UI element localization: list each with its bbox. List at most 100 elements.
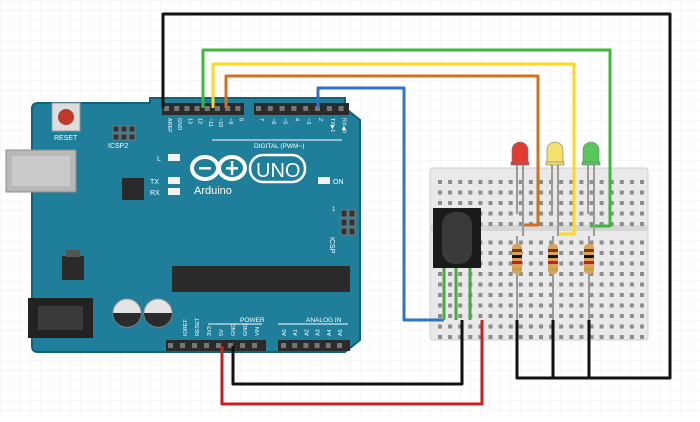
- breadboard-hole: [528, 324, 533, 329]
- breadboard-hole: [569, 293, 574, 297]
- icsp2-pin: [128, 125, 136, 133]
- breadboard-hole: [539, 272, 543, 276]
- breadboard-hole: [508, 293, 513, 297]
- icsp2-pin: [128, 133, 136, 141]
- breadboard-hole: [559, 222, 564, 226]
- breadboard-hole: [488, 303, 493, 308]
- header-pin: [315, 106, 320, 111]
- breadboard-hole: [518, 272, 523, 276]
- breadboard-hole: [488, 251, 493, 255]
- breadboard-hole: [508, 335, 513, 339]
- breadboard-hole: [518, 314, 523, 318]
- breadboard-hole: [508, 240, 513, 245]
- breadboard-hole: [488, 272, 493, 276]
- resistor-band: [512, 268, 522, 271]
- breadboard-hole: [448, 272, 453, 276]
- breadboard-hole: [640, 272, 644, 276]
- breadboard-hole: [629, 190, 634, 195]
- breadboard-hole: [458, 335, 463, 339]
- led-rim: [510, 161, 530, 166]
- header-pin: [192, 343, 197, 348]
- header-bottom-pin-label: GND: [243, 324, 249, 336]
- header-pin: [292, 343, 298, 348]
- breadboard-hole: [488, 190, 493, 195]
- breadboard-hole: [569, 272, 574, 276]
- breadboard-hole: [438, 324, 442, 329]
- header-pin: [225, 106, 231, 111]
- breadboard-hole: [488, 222, 493, 226]
- breadboard-hole: [528, 261, 533, 266]
- breadboard-hole: [629, 293, 634, 297]
- breadboard-hole: [468, 190, 473, 195]
- breadboard-hole: [488, 335, 493, 339]
- header-pin: [267, 106, 273, 111]
- breadboard-hole: [599, 324, 604, 329]
- traffic-leds: [510, 141, 601, 236]
- breadboard-hole: [640, 261, 644, 266]
- breadboard-hole: [579, 282, 584, 287]
- uno-model: UNO: [256, 160, 300, 182]
- header-pin: [338, 106, 344, 111]
- breadboard-hole: [629, 324, 634, 329]
- breadboard-hole: [458, 314, 463, 318]
- breadboard-hole: [508, 282, 513, 287]
- header-pin: [204, 343, 209, 348]
- header-pin: [228, 343, 233, 348]
- header-pin: [194, 106, 200, 111]
- header-top-pin-label: 2: [317, 118, 323, 121]
- icsp-pin: [340, 227, 348, 236]
- header-top-pin-label: ~9: [227, 118, 233, 124]
- breadboard-hole: [528, 190, 533, 195]
- breadboard-hole: [438, 303, 442, 308]
- voltage-regulator-tab: [66, 250, 80, 257]
- breadboard-hole: [589, 211, 594, 216]
- wire-orange: [224, 74, 540, 227]
- breadboard-hole: [599, 201, 604, 205]
- header-pin: [326, 106, 332, 111]
- atmega-chip: [172, 266, 350, 292]
- breadboard-hole: [619, 272, 624, 276]
- arduino-logo: Arduino UNO: [190, 153, 307, 197]
- yellow-led: [545, 141, 565, 236]
- breadboard-hole: [539, 201, 543, 205]
- breadboard-hole: [559, 314, 564, 318]
- header-top-pin-label: 8: [237, 118, 243, 121]
- breadboard-hole: [589, 240, 594, 245]
- breadboard-hole: [559, 240, 564, 245]
- breadboard-hole: [619, 282, 624, 287]
- breadboard-hole: [478, 272, 483, 276]
- breadboard-hole: [549, 303, 554, 308]
- breadboard-hole: [609, 314, 614, 318]
- breadboard-hole: [438, 293, 442, 297]
- breadboard-hole: [498, 211, 503, 216]
- breadboard-hole: [619, 240, 624, 245]
- breadboard-hole: [448, 201, 453, 205]
- breadboard-hole: [589, 190, 594, 195]
- breadboard-hole: [619, 303, 624, 308]
- breadboard-hole: [569, 303, 574, 308]
- header-pin: [303, 106, 309, 111]
- breadboard-hole: [549, 282, 554, 287]
- breadboard-hole: [478, 180, 483, 184]
- wire-gnd-black: [161, 12, 672, 380]
- header-bottom-pin-label: A4: [327, 329, 333, 336]
- breadboard-hole: [498, 293, 503, 297]
- breadboard-hole: [609, 282, 614, 287]
- wires: [161, 12, 672, 406]
- breadboard-hole: [468, 180, 473, 184]
- breadboard-hole: [528, 335, 533, 339]
- digital-header-pins: [164, 106, 344, 111]
- breadboard-hole: [528, 303, 533, 308]
- breadboard-hole: [629, 222, 634, 226]
- breadboard-hole: [629, 180, 634, 184]
- breadboard-hole: [498, 272, 503, 276]
- header-top-pin-label: AREF: [166, 118, 172, 133]
- header-top-pin-label: GND: [176, 118, 182, 130]
- breadboard-hole: [629, 251, 634, 255]
- breadboard-hole: [599, 282, 604, 287]
- breadboard-hole: [458, 293, 463, 297]
- breadboard-hole: [518, 293, 523, 297]
- breadboard-hole: [438, 282, 442, 287]
- uno-badge: [248, 153, 307, 184]
